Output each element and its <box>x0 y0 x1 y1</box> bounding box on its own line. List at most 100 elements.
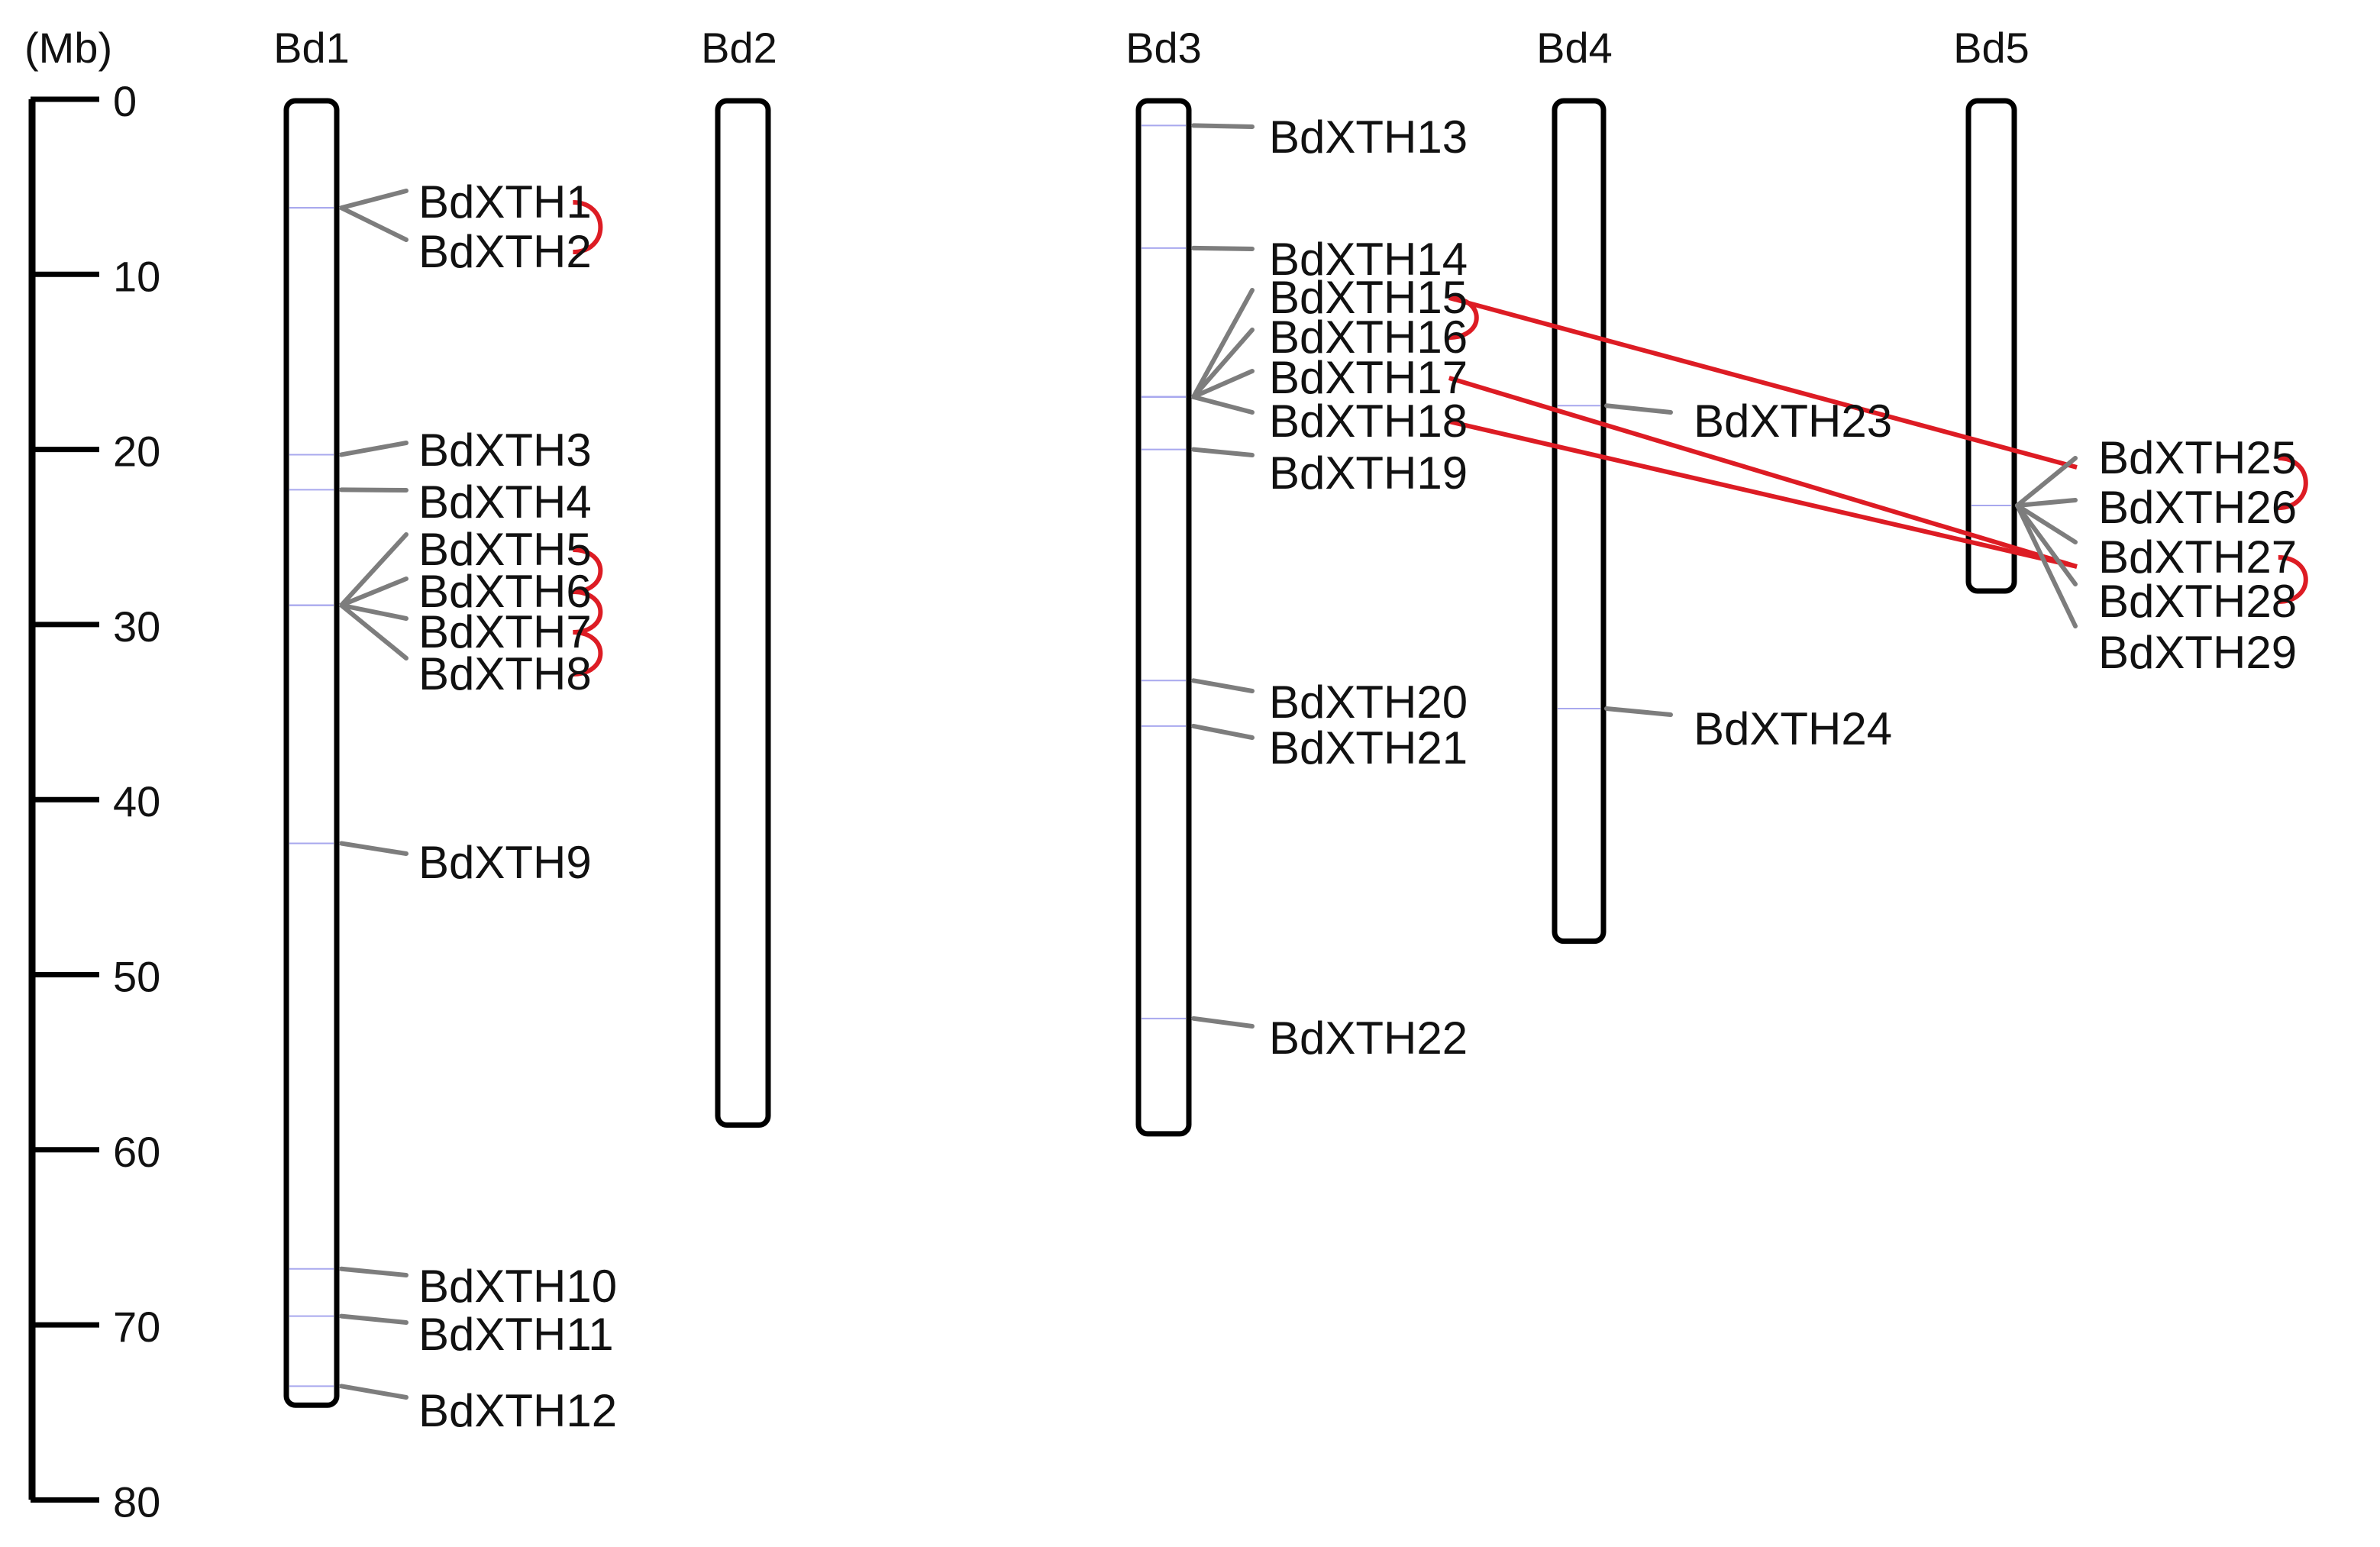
gene-label: BdXTH1 <box>418 176 592 228</box>
gene-connector <box>1191 678 1255 693</box>
gene-bdxth23[interactable]: BdXTH23 <box>1604 396 1892 447</box>
gene-bdxth11[interactable]: BdXTH11 <box>339 1309 614 1360</box>
tandem-duplication-link <box>573 589 603 635</box>
gene-connector <box>339 1384 409 1400</box>
gene-label: BdXTH21 <box>1269 722 1468 774</box>
gene-bdxth6[interactable]: BdXTH6 <box>339 566 592 617</box>
gene-bdxth9[interactable]: BdXTH9 <box>339 837 592 888</box>
scale-tick-label: 30 <box>113 602 160 651</box>
gene-label: BdXTH11 <box>418 1309 614 1360</box>
gene-bdxth18[interactable]: BdXTH18 <box>1191 394 1468 447</box>
gene-label: BdXTH8 <box>418 648 592 699</box>
gene-connector <box>1191 245 1255 251</box>
gene-label: BdXTH23 <box>1694 396 1892 447</box>
scale-tick-label: 60 <box>113 1128 160 1176</box>
gene-bdxth5[interactable]: BdXTH5 <box>339 524 592 608</box>
gene-label: BdXTH14 <box>1269 234 1468 285</box>
tandem-duplication-link <box>2278 555 2308 604</box>
gene-connector <box>339 1313 409 1325</box>
gene-label: BdXTH7 <box>418 606 592 657</box>
gene-bdxth19[interactable]: BdXTH19 <box>1191 447 1468 499</box>
gene-connector <box>339 602 409 621</box>
gene-bdxth13[interactable]: BdXTH13 <box>1191 111 1468 163</box>
gene-label: BdXTH3 <box>418 425 592 476</box>
gene-bdxth21[interactable]: BdXTH21 <box>1191 722 1468 774</box>
scale-tick-label: 20 <box>113 428 160 476</box>
chromosome-layer: Bd1 Bd2 Bd3 Bd4 Bd5 <box>273 24 2030 1408</box>
gene-label: BdXTH6 <box>418 566 592 617</box>
gene-bdxth16[interactable]: BdXTH16 <box>1191 312 1468 399</box>
gene-label: BdXTH24 <box>1694 703 1892 754</box>
gene-connector <box>1191 369 1255 399</box>
gene-bdxth27[interactable]: BdXTH27 <box>2015 502 2297 583</box>
scale-tick-label: 50 <box>113 953 160 1001</box>
gene-connector <box>339 841 409 856</box>
gene-layer: BdXTH1BdXTH2BdXTH3BdXTH4BdXTH5BdXTH6BdXT… <box>339 111 2297 1436</box>
chromosome-name: Bd4 <box>1536 24 1613 72</box>
gene-connector <box>1191 123 1255 129</box>
gene-label: BdXTH4 <box>418 476 592 528</box>
gene-bdxth15[interactable]: BdXTH15 <box>1191 272 1468 399</box>
gene-label: BdXTH5 <box>418 524 592 575</box>
gene-connector <box>1604 706 1673 717</box>
gene-bdxth17[interactable]: BdXTH17 <box>1191 352 1468 403</box>
gene-label: BdXTH18 <box>1269 396 1468 447</box>
gene-bdxth20[interactable]: BdXTH20 <box>1191 677 1468 728</box>
gene-label: BdXTH29 <box>2098 627 2297 678</box>
gene-connector <box>1191 723 1255 740</box>
gene-connector <box>2015 456 2078 508</box>
chromosome-body <box>1552 98 1607 945</box>
gene-connector <box>339 1266 409 1277</box>
gene-bdxth8[interactable]: BdXTH8 <box>339 602 592 699</box>
gene-label: BdXTH17 <box>1269 352 1468 403</box>
gene-label: BdXTH27 <box>2098 531 2297 583</box>
gene-connector <box>339 205 409 242</box>
gene-label: BdXTH16 <box>1269 312 1468 363</box>
gene-bdxth28[interactable]: BdXTH28 <box>2015 502 2297 627</box>
gene-connector <box>339 576 409 608</box>
gene-label: BdXTH10 <box>418 1261 617 1312</box>
segmental-duplication-link <box>1448 296 2078 470</box>
gene-label: BdXTH19 <box>1269 447 1468 499</box>
gene-bdxth10[interactable]: BdXTH10 <box>339 1261 617 1312</box>
scale-tick-label: 0 <box>113 77 137 125</box>
scale-tick-label: 40 <box>113 777 160 825</box>
chromosome-bd1: Bd1 <box>273 24 350 1408</box>
gene-connector <box>1191 394 1255 415</box>
gene-bdxth22[interactable]: BdXTH22 <box>1191 1012 1468 1064</box>
gene-label: BdXTH15 <box>1269 272 1468 323</box>
chromosome-bd5: Bd5 <box>1953 24 2030 594</box>
gene-connector <box>1604 403 1673 415</box>
chromosome-body <box>283 98 340 1408</box>
gene-bdxth4[interactable]: BdXTH4 <box>339 476 592 528</box>
chromosome-bd3: Bd3 <box>1125 24 1202 1137</box>
gene-bdxth29[interactable]: BdXTH29 <box>2015 502 2297 678</box>
gene-connector <box>339 602 409 660</box>
gene-connector <box>1191 328 1255 399</box>
gene-bdxth14[interactable]: BdXTH14 <box>1191 234 1468 285</box>
scale-tick-label: 10 <box>113 252 160 300</box>
gene-label: BdXTH9 <box>418 837 592 888</box>
gene-bdxth12[interactable]: BdXTH12 <box>339 1384 617 1436</box>
gene-connector <box>2015 502 2078 544</box>
tandem-duplication-link <box>573 630 603 677</box>
chromosome-bd4: Bd4 <box>1536 24 1613 945</box>
gene-bdxth3[interactable]: BdXTH3 <box>339 425 592 476</box>
gene-bdxth7[interactable]: BdXTH7 <box>339 602 592 657</box>
gene-bdxth26[interactable]: BdXTH26 <box>2015 482 2297 533</box>
gene-bdxth1[interactable]: BdXTH1 <box>339 176 592 228</box>
gene-bdxth2[interactable]: BdXTH2 <box>339 205 592 277</box>
gene-connector <box>339 189 409 211</box>
tandem-duplication-link <box>573 200 603 254</box>
chromosome-name: Bd2 <box>701 24 777 72</box>
segmental-duplication-link <box>1448 376 2078 569</box>
tandem-duplication-link <box>573 547 603 594</box>
gene-bdxth25[interactable]: BdXTH25 <box>2015 432 2297 508</box>
chromosome-bd2: Bd2 <box>701 24 777 1128</box>
gene-label: BdXTH20 <box>1269 677 1468 728</box>
gene-bdxth24[interactable]: BdXTH24 <box>1604 703 1892 754</box>
gene-label: BdXTH26 <box>2098 482 2297 533</box>
gene-label: BdXTH22 <box>1269 1012 1468 1064</box>
